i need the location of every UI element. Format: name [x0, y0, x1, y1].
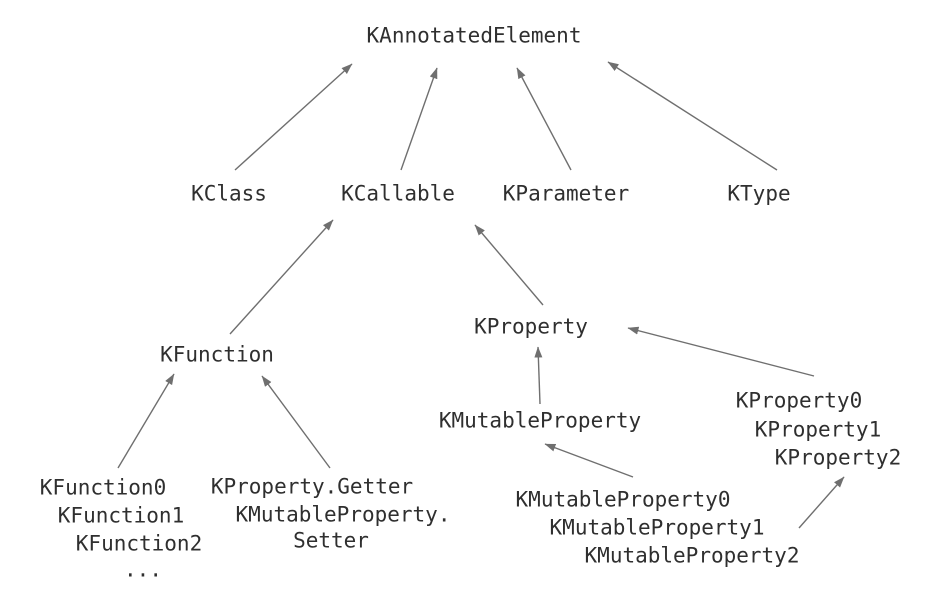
node-ktype: KType	[727, 181, 791, 206]
node-kproperty2: KProperty2	[774, 445, 902, 470]
node-kmutableproperty: KMutableProperty	[438, 408, 642, 433]
node-kproperty: KProperty	[474, 314, 588, 339]
node-setter: Setter	[293, 528, 369, 553]
inheritance-arrow-kcallable-to-kannotatedelement	[400, 67, 438, 171]
node-kannotatedelement: KAnnotatedElement	[366, 23, 582, 48]
inheritance-arrow-kfunction-group-to-kfunction	[117, 373, 175, 469]
node-kparameter: KParameter	[502, 181, 630, 206]
node-kproperty0: KProperty0	[735, 388, 863, 413]
inheritance-arrow-kproperty-to-kcallable	[474, 224, 544, 306]
inheritance-arrow-kclass-to-kannotatedelement	[234, 63, 353, 171]
node-kproperty1: KProperty1	[754, 417, 882, 442]
node-kmutableproperty-dot: KMutableProperty.	[235, 502, 451, 527]
inheritance-arrow-kmutableproperty-to-kproperty	[534, 346, 543, 405]
inheritance-arrow-ktype-to-kannotatedelement	[607, 61, 778, 171]
inheritance-arrow-kmutableproperty-group-to-kmutableproperty	[544, 443, 634, 478]
inheritance-arrow-kfunction-to-kcallable	[229, 219, 334, 335]
node-kfunction1: KFunction1	[57, 503, 185, 528]
node-kfunction0: KFunction0	[39, 475, 167, 500]
node-kfunction-ellipsis: ...	[124, 557, 162, 582]
node-kmutableproperty0: KMutableProperty0	[515, 487, 731, 512]
inheritance-arrow-kproperty-group-to-kproperty	[627, 326, 815, 377]
node-kfunction: KFunction	[160, 342, 274, 367]
node-kproperty-getter: KProperty.Getter	[210, 474, 414, 499]
node-kmutableproperty1: KMutableProperty1	[549, 515, 765, 540]
node-kmutableproperty2: KMutableProperty2	[584, 543, 800, 568]
node-kcallable: KCallable	[341, 181, 455, 206]
node-kclass: KClass	[191, 181, 267, 206]
inheritance-arrow-kparameter-to-kannotatedelement	[516, 67, 572, 171]
node-kfunction2: KFunction2	[75, 531, 203, 556]
inheritance-arrow-getter-setter-group-to-kfunction	[261, 375, 331, 469]
inheritance-arrow-kmutableproperty-group-to-kproperty-group	[798, 476, 845, 529]
